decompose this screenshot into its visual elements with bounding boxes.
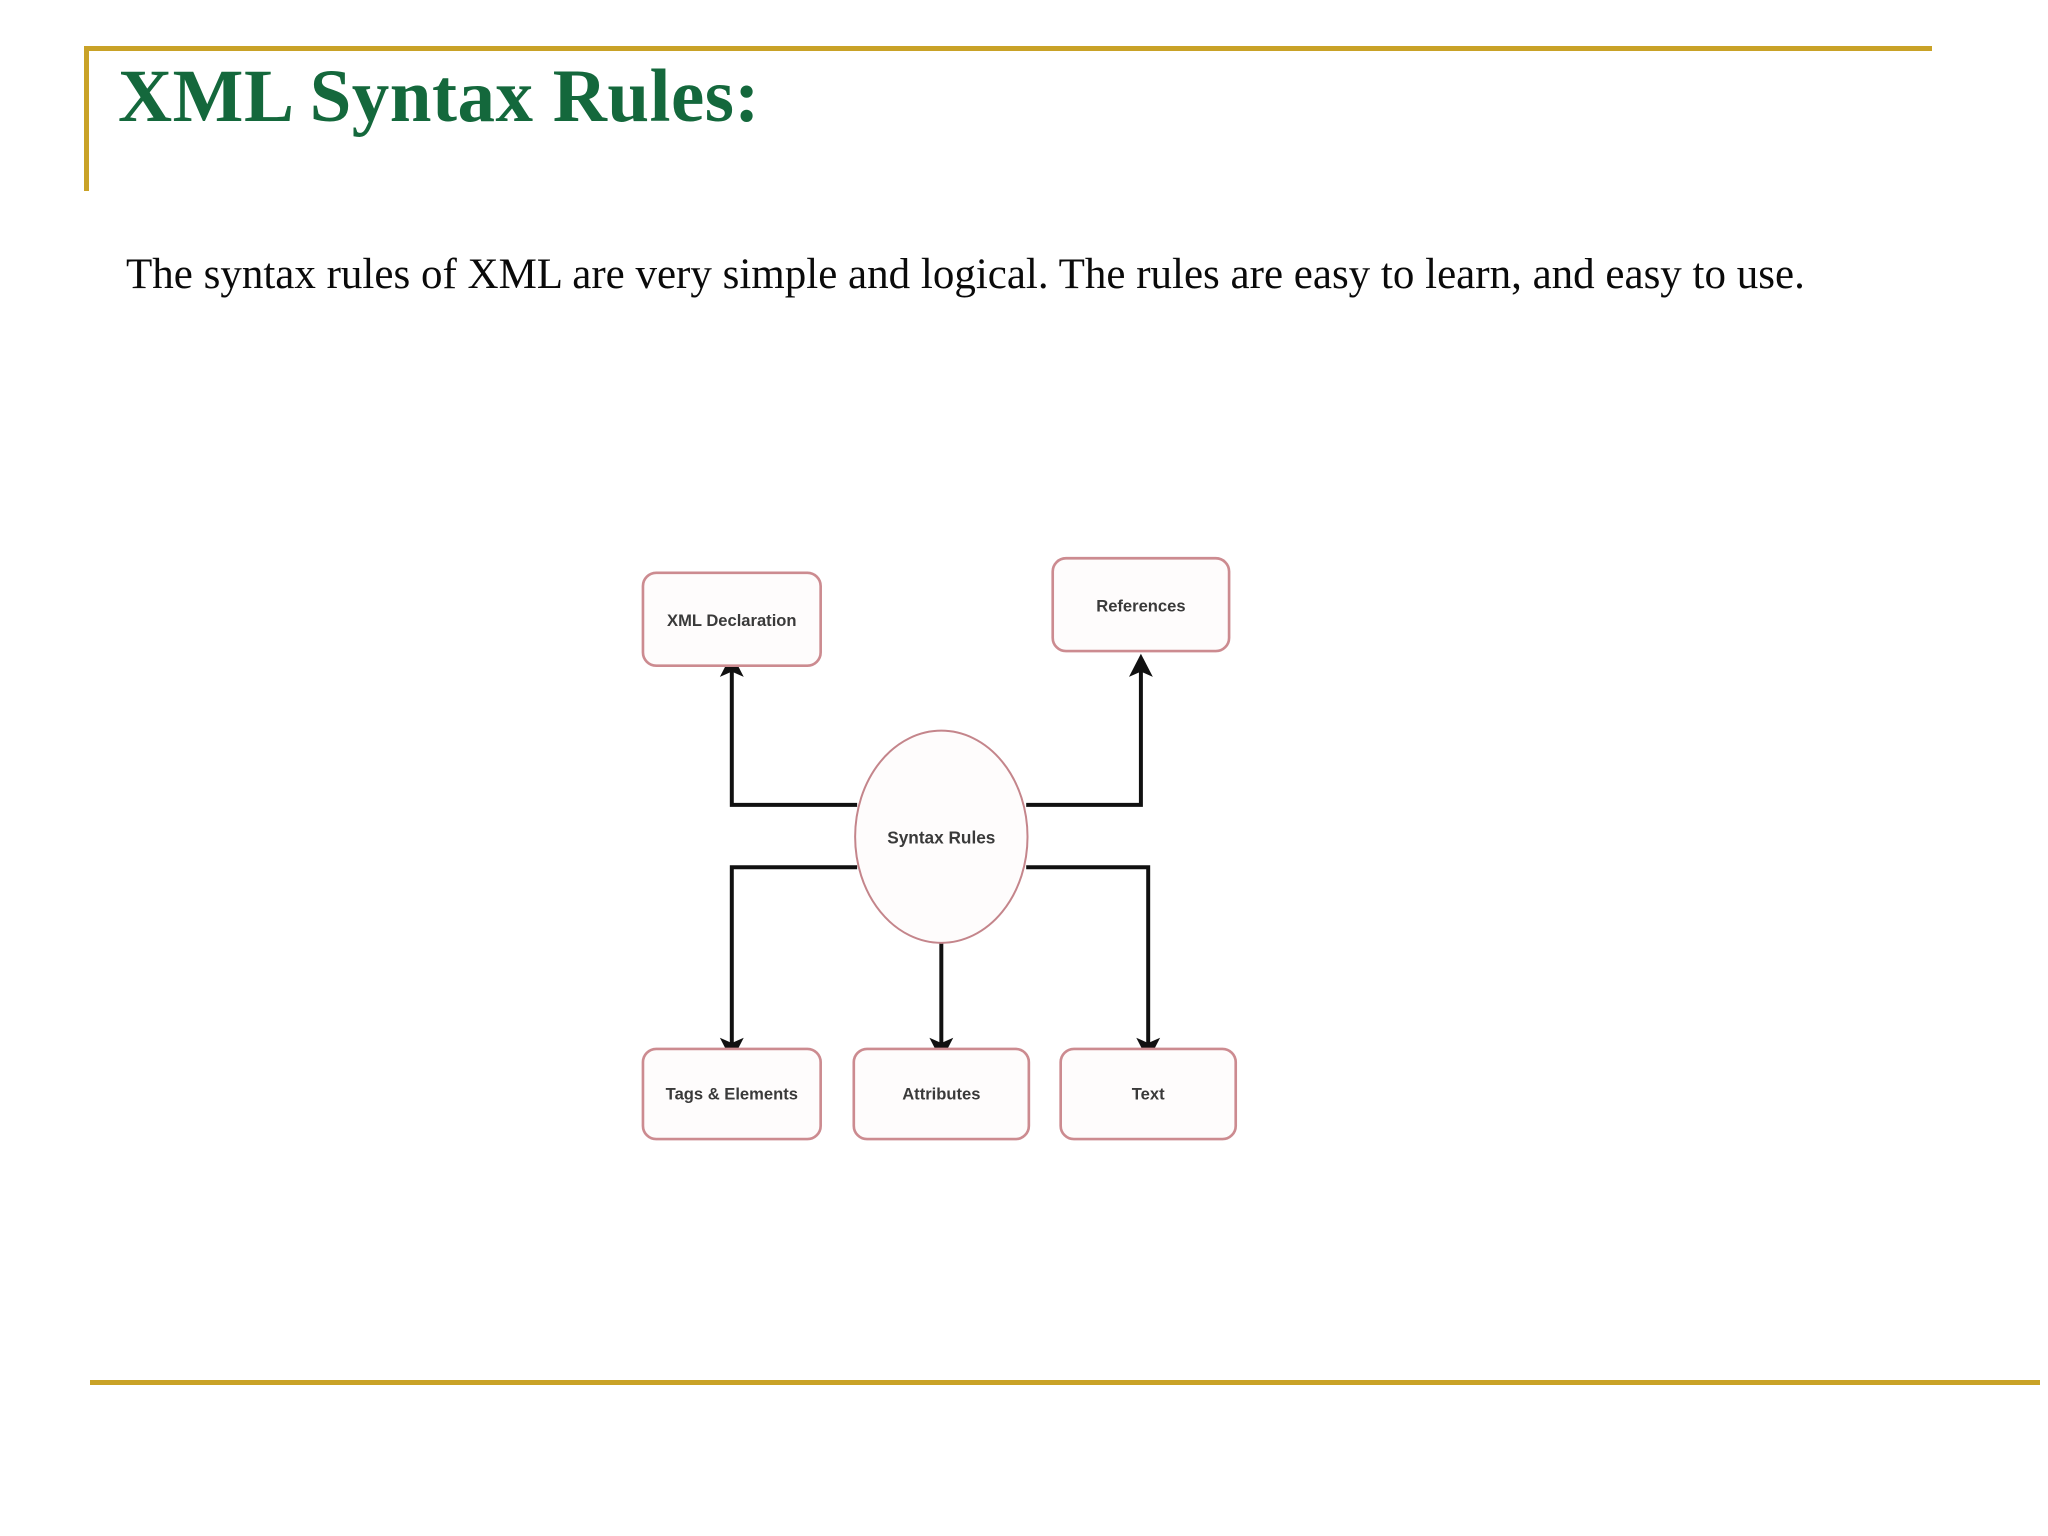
connector-syntax-rules-to-tags-elements bbox=[719, 865, 858, 1061]
slide-left-gold-rule bbox=[84, 46, 89, 191]
node-label-syntax-rules: Syntax Rules bbox=[887, 827, 995, 847]
node-label-text: Text bbox=[1132, 1084, 1165, 1103]
node-label-attributes: Attributes bbox=[902, 1084, 980, 1103]
connector-syntax-rules-to-xml-declaration bbox=[719, 653, 858, 807]
node-label-tags-elements: Tags & Elements bbox=[666, 1084, 798, 1103]
slide-bottom-gold-rule bbox=[90, 1380, 2040, 1385]
connector-syntax-rules-to-text bbox=[1026, 865, 1161, 1061]
node-label-references: References bbox=[1096, 596, 1185, 615]
node-box-tags-elements[interactable] bbox=[641, 1047, 822, 1141]
page-title: XML Syntax Rules: bbox=[118, 55, 760, 138]
slide-top-gold-rule bbox=[84, 46, 1932, 51]
node-box-references[interactable] bbox=[1051, 556, 1231, 653]
node-box-xml-declaration[interactable] bbox=[641, 571, 822, 667]
body-paragraph: The syntax rules of XML are very simple … bbox=[126, 251, 1805, 298]
connector-syntax-rules-to-references bbox=[1026, 653, 1153, 807]
syntax-rules-diagram: Syntax Rules XML Declaration References … bbox=[470, 545, 1410, 1155]
node-syntax-rules-circle[interactable] bbox=[854, 729, 1029, 944]
node-box-text[interactable] bbox=[1059, 1047, 1238, 1141]
node-label-xml-declaration: XML Declaration bbox=[667, 611, 796, 630]
node-box-attributes[interactable] bbox=[852, 1047, 1031, 1141]
